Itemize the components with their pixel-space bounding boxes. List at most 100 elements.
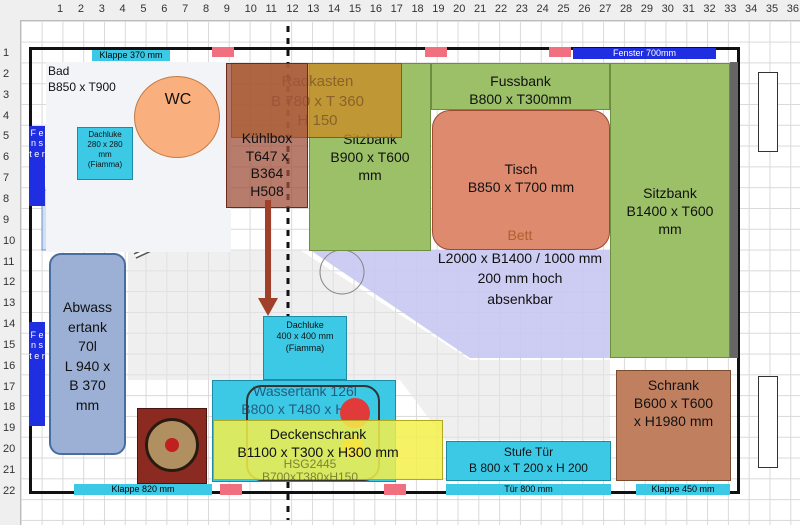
- ruler-top-number: 2: [77, 3, 84, 15]
- ruler-top-number: 23: [515, 3, 528, 15]
- bett-area: [310, 250, 610, 358]
- hsg-label: HSG2445 B700xT380xH150: [261, 457, 359, 485]
- ruler-top-number: 18: [411, 3, 424, 15]
- ruler-top-number: 21: [474, 3, 487, 15]
- ruler-top-number: 12: [286, 3, 299, 15]
- abwassertank-label: Abwass ertank 70l L 940 x B 370 mm: [62, 299, 113, 413]
- ruler-left-number: 22: [3, 484, 16, 497]
- bad-label: Bad B850 x T900: [48, 64, 116, 94]
- klappe-820: Klappe 820 mm: [74, 484, 212, 495]
- right-wall-strip: [730, 62, 738, 358]
- top-marker-3: [549, 47, 571, 57]
- ruler-top-number: 16: [369, 3, 382, 15]
- abwassertank: [49, 253, 126, 455]
- ruler-top-number: 36: [786, 3, 799, 15]
- fenster-left-bottom-label: F e n s t e r: [29, 330, 45, 361]
- aisle-area: [128, 250, 610, 440]
- dachluke-280: [77, 127, 133, 180]
- ruler-left-number: 9: [3, 213, 10, 226]
- ruler-top-number: 19: [432, 3, 445, 15]
- tisch-label: Tisch B850 x T700 mm: [467, 161, 575, 196]
- ruler-left-number: 18: [3, 401, 16, 414]
- ruler-top-number: 7: [182, 3, 189, 15]
- ruler-top-number: 33: [724, 3, 737, 15]
- ruler-top-number: 3: [98, 3, 105, 15]
- ruler-left-number: 20: [3, 443, 16, 456]
- ruler-top-number: 15: [348, 3, 362, 15]
- ruler-left-number: 11: [3, 255, 15, 268]
- ruler-top-number: 31: [682, 3, 695, 15]
- deckenschrank: [213, 420, 443, 480]
- stove-burner-center: [165, 438, 179, 452]
- klappe-370-label: Klappe 370 mm: [99, 50, 163, 60]
- tisch: [432, 110, 610, 250]
- ruler-left-number: 15: [3, 338, 16, 351]
- fenster-left-top: [29, 126, 45, 206]
- mirror-right-bottom: [758, 376, 778, 468]
- klappe-450: Klappe 450 mm: [636, 484, 730, 495]
- ruler-top-number: 20: [453, 3, 466, 15]
- ruler-top-number: 5: [140, 3, 147, 15]
- wc-toilet: [134, 76, 220, 158]
- ruler-top-number: 9: [223, 3, 230, 15]
- ruler-top-number: 24: [536, 3, 549, 15]
- wc-label: WC: [164, 91, 192, 108]
- ruler-top-number: 22: [494, 3, 508, 15]
- ruler-left-number: 1: [3, 47, 10, 59]
- kuehlbox-label: Kühlbox T647 x B364 H508: [241, 130, 293, 199]
- mirror-right-top: [758, 72, 778, 152]
- ruler-top-number: 30: [661, 3, 674, 15]
- ruler-left-number: 17: [3, 380, 16, 393]
- schrank: [616, 370, 731, 481]
- fussbank: [431, 63, 610, 110]
- ruler-left-number: 8: [3, 192, 10, 205]
- ruler-top-number: 11: [265, 3, 277, 15]
- ruler-top-number: 32: [703, 3, 716, 15]
- ruler-top-number: 14: [328, 3, 341, 15]
- ruler-top-number: 10: [244, 3, 257, 15]
- bottom-marker-2: [384, 484, 406, 495]
- ruler-top-number: 29: [640, 3, 654, 15]
- stufe-tuer: [446, 441, 611, 481]
- ruler-top-number: 17: [390, 3, 403, 15]
- ruler-top-number: 27: [599, 3, 612, 15]
- bottom-marker-1: [220, 484, 242, 495]
- ruler-top-number: 34: [745, 3, 758, 15]
- fenster-700-label: Fenster 700mm: [612, 48, 677, 58]
- tuer-800: Tür 800 mm: [446, 484, 611, 495]
- kuehlbox: [226, 63, 308, 208]
- dachluke-280-label: Dachluke 280 x 280 mm (Fiamma): [87, 130, 123, 169]
- ruler-left-number: 19: [3, 422, 16, 435]
- ruler-left-number: 10: [3, 234, 16, 247]
- ruler-top-number: 28: [619, 3, 633, 15]
- schrank-label: Schrank B600 x T600 x H1980 mm: [633, 377, 714, 430]
- sitzbank-1400-label: Sitzbank B1400 x T600 mm: [626, 185, 714, 238]
- bett-dims: L2000 x B1400 / 1000 mm 200 mm hoch abse…: [437, 250, 603, 307]
- top-marker-1: [212, 47, 234, 57]
- ruler-top-number: 26: [578, 3, 591, 15]
- ruler-top-number: 13: [307, 3, 320, 15]
- dachluke-400-label: Dachluke 400 x 400 mm (Fiamma): [276, 320, 334, 353]
- ruler-left-number: 21: [3, 464, 16, 476]
- fenster-left-top-label: F e n s t e r: [29, 128, 45, 159]
- klappe-820-label: Klappe 820 mm: [111, 484, 175, 494]
- dachluke-400: [263, 316, 347, 380]
- bett-title: Bett: [507, 227, 533, 243]
- sitzbank-1400: [610, 63, 730, 358]
- klappe-370: Klappe 370 mm: [92, 50, 170, 61]
- ruler-left-number: 14: [3, 318, 16, 331]
- tuer-800-label: Tür 800 mm: [504, 484, 553, 494]
- deckenschrank-label: Deckenschrank B1100 x T300 x H300 mm: [237, 426, 399, 461]
- ruler-top-number: 6: [161, 3, 168, 15]
- ruler-left-number: 2: [3, 67, 10, 80]
- stufe-tuer-label: Stufe Tür B 800 x T 200 x H 200: [469, 445, 588, 476]
- klappe-450-label: Klappe 450 mm: [651, 484, 715, 494]
- ruler-left-number: 16: [3, 359, 16, 372]
- ruler-left-number: 12: [3, 276, 16, 289]
- ruler-top-number: 25: [557, 3, 570, 15]
- ruler-left-number: 3: [3, 88, 10, 101]
- ruler-left-number: 6: [3, 151, 10, 164]
